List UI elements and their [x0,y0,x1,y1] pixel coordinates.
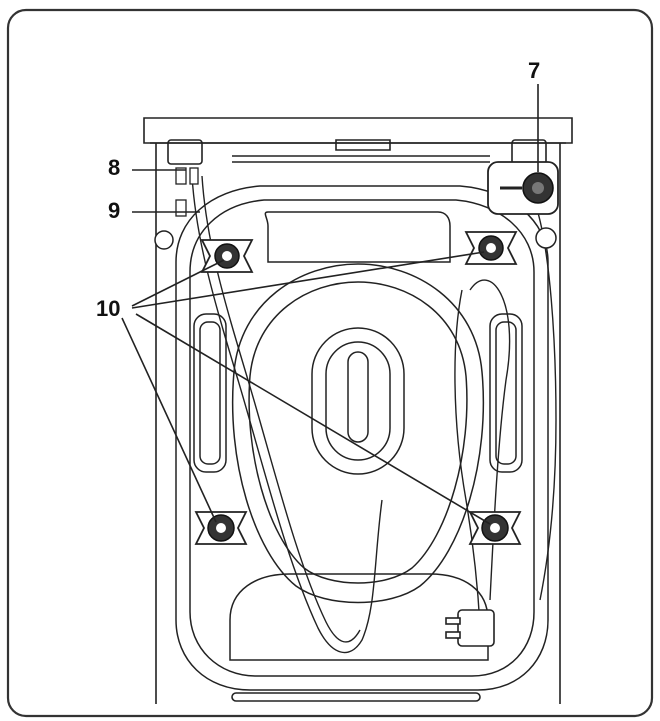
right-vent-slot [495,321,517,465]
top-lid [143,117,573,144]
leader-lines [121,84,539,525]
leader-10-b [131,251,485,309]
callout-8: 8 [108,155,121,180]
leader-10-a [131,259,225,307]
panel-inner-contour [189,199,535,677]
center-slot [347,351,369,443]
tub-inner [248,281,468,584]
top-bracket [335,139,391,151]
left-hinge [167,139,203,165]
callout-9: 9 [108,198,121,223]
transport-bolt-bottom-left [194,511,248,545]
back-panel-contours [175,185,549,691]
bottom-rail [231,692,481,702]
leader-10-c [121,317,217,523]
callout-7: 7 [528,58,541,83]
center-badge-inner [325,341,391,461]
callout-10: 10 [96,296,121,321]
left-vent-slot-outer [193,313,227,473]
side-valve [154,227,557,250]
tub-outer [231,263,485,604]
power-cord [454,289,481,627]
power-plug-icon [445,609,495,647]
panel-outer-contour [175,185,549,691]
left-vent-slot [199,321,221,465]
leader-10-d [135,313,491,525]
top-rail [232,155,490,163]
right-vent-slot-outer [489,313,523,473]
drain-filter-icon [487,161,559,215]
transport-bolt-top-right [464,231,518,265]
upper-recess [264,211,451,263]
center-badge-outer [311,327,405,475]
mains-hose [535,205,557,601]
hose-brackets [175,167,199,217]
